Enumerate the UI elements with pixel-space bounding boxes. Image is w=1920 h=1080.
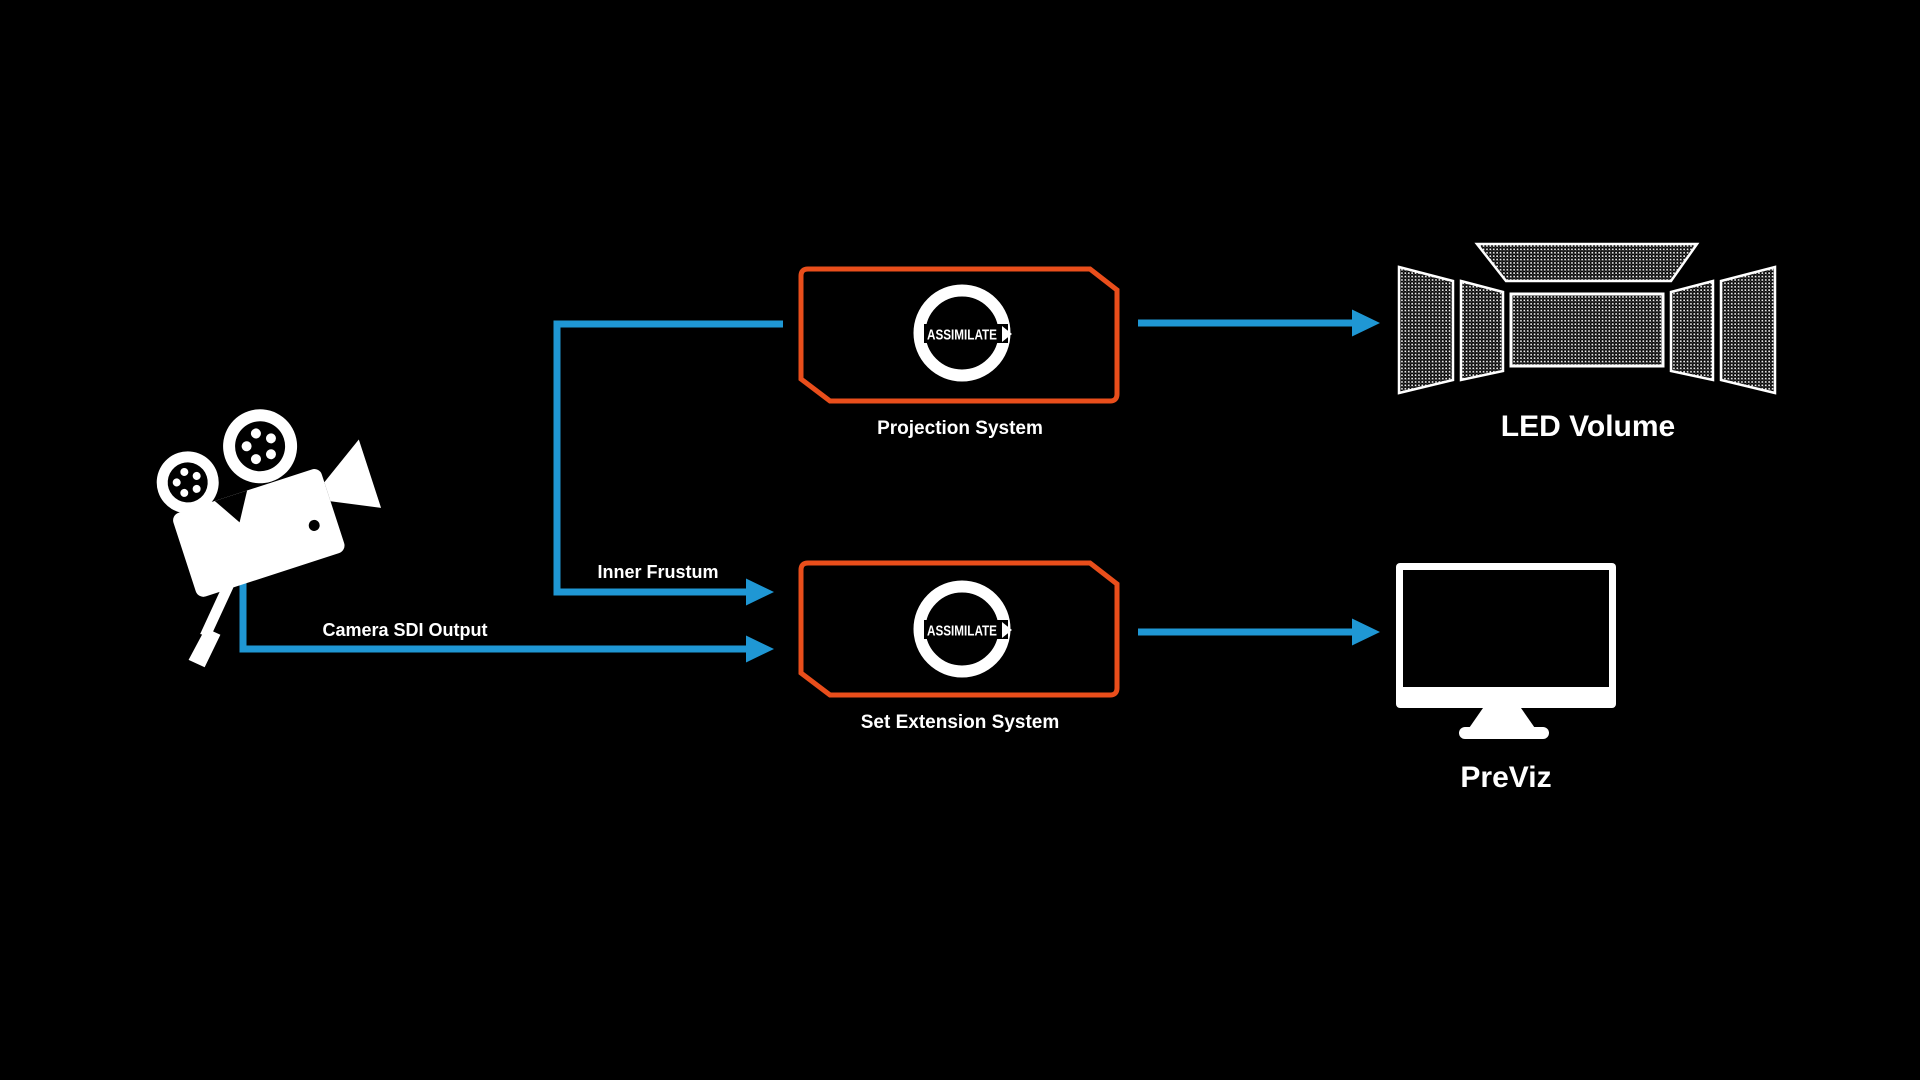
camera-lens-horn — [324, 439, 382, 508]
logo-wordmark: ASSIMILATE — [927, 623, 997, 640]
arrowhead-to-led-volume — [1352, 309, 1380, 337]
connector-arrowheads — [746, 309, 1380, 663]
connector-lines — [239, 319, 1354, 653]
assimilate-logo-set-extension: ASSIMILATE — [913, 580, 1012, 678]
camera-sdi-output-label: Camera SDI Output — [322, 620, 488, 640]
arrowhead-to-previz — [1352, 618, 1380, 646]
connector-camera-sdi — [239, 583, 748, 653]
camera-viewfinder-notch — [214, 490, 248, 523]
logo-wordmark: ASSIMILATE — [927, 327, 997, 344]
camera-front-reel — [223, 409, 298, 484]
monitor-screen — [1403, 570, 1609, 687]
set-extension-system-label: Set Extension System — [860, 712, 1060, 733]
play-triangle-icon — [1002, 326, 1012, 342]
film-camera-icon — [156, 409, 382, 668]
play-triangle-icon — [1002, 622, 1012, 638]
arrowhead-inner-frustum — [746, 578, 774, 606]
logo-text-backing — [924, 324, 1008, 343]
inner-frustum-label: Inner Frustum — [597, 562, 719, 582]
projection-system-label: Projection System — [877, 418, 1043, 439]
camera-screw — [308, 519, 320, 531]
led-volume-label: LED Volume — [1500, 410, 1676, 443]
led-far-left-panel — [1397, 265, 1455, 395]
camera-handle-bar — [200, 584, 234, 637]
led-volume-icon — [1397, 242, 1777, 395]
led-center-panel — [1509, 292, 1665, 368]
camera-rear-reel — [156, 451, 219, 514]
monitor-stand-base — [1459, 727, 1549, 739]
led-mid-right-panel — [1669, 279, 1715, 382]
monitor-stand-neck — [1467, 708, 1537, 731]
led-ceiling-panel — [1474, 242, 1700, 283]
logo-text-backing — [924, 620, 1008, 639]
camera-handle-grip — [188, 628, 221, 668]
assimilate-logo-projection: ASSIMILATE — [913, 284, 1012, 382]
arrowhead-camera-sdi — [746, 635, 774, 663]
led-far-right-panel — [1719, 265, 1777, 395]
previz-label: PreViz — [1460, 761, 1552, 794]
monitor-icon — [1396, 563, 1616, 739]
led-mid-left-panel — [1459, 279, 1505, 382]
connector-camera-to-projection — [553, 320, 783, 596]
